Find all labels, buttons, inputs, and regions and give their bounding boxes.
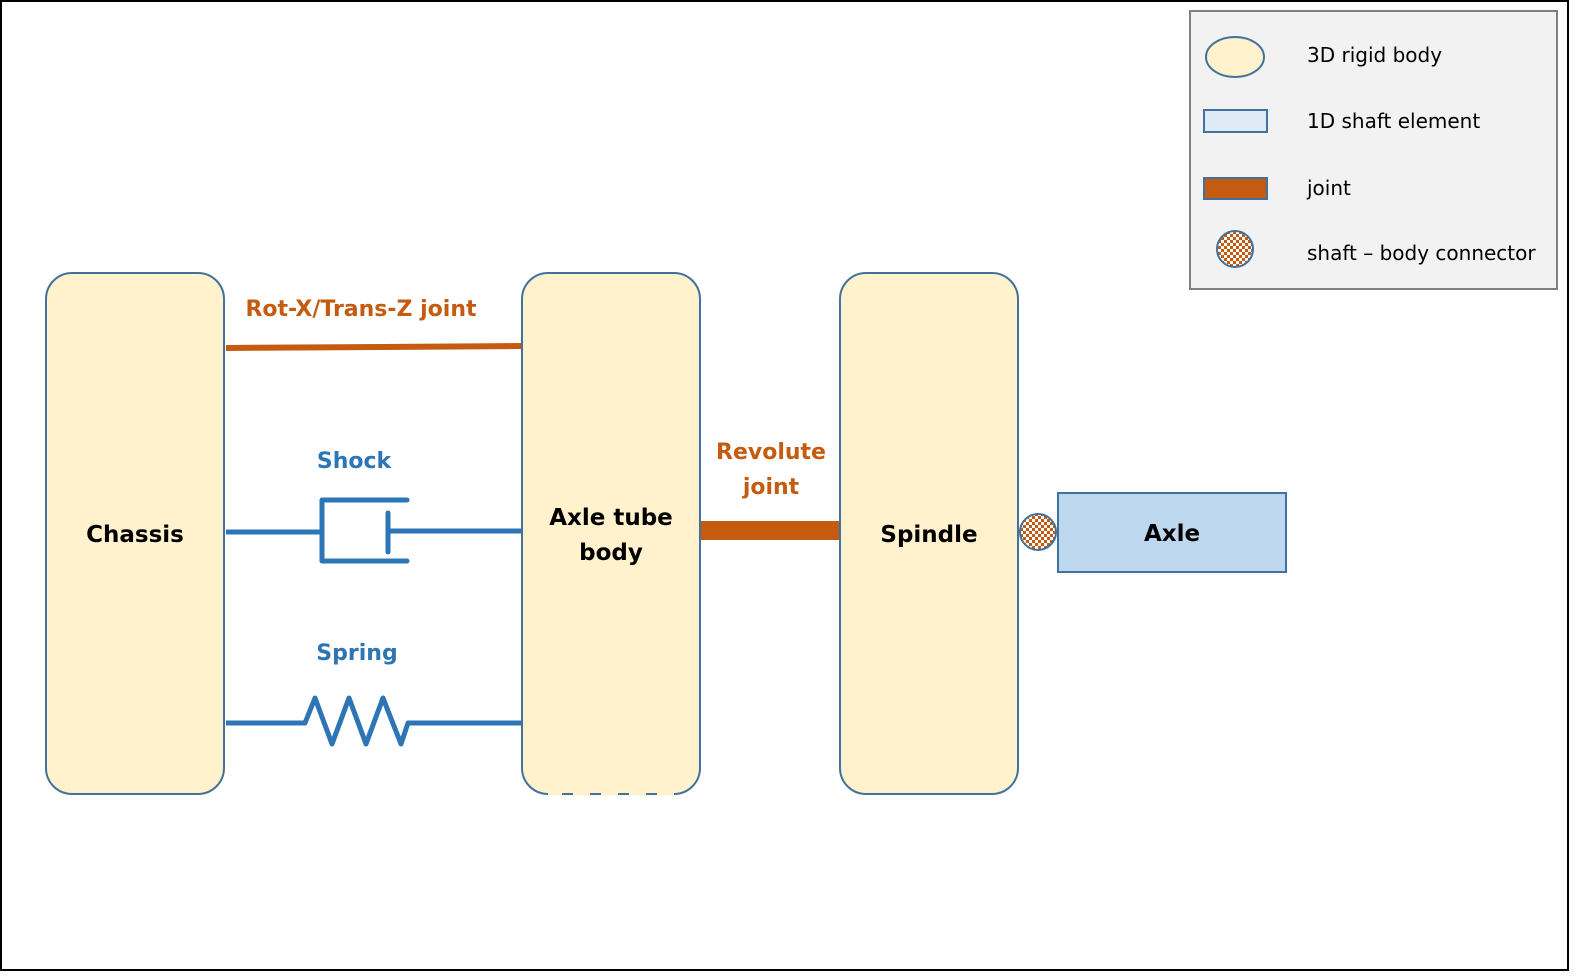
legend: 3D rigid body 1D shaft element joint sha… [1189, 10, 1558, 290]
checkered-circle-icon [1216, 230, 1254, 268]
spring-coil [226, 695, 521, 747]
spring-label: Spring [316, 641, 397, 666]
legend-label-shaft: 1D shaft element [1307, 109, 1480, 133]
shock-label: Shock [317, 449, 393, 474]
chassis-shape [45, 272, 225, 795]
axle-label: Axle [1144, 521, 1200, 547]
rot-trans-joint-line [225, 343, 522, 351]
spring[interactable]: Spring [226, 641, 521, 747]
revolute-joint[interactable]: Revolute joint [701, 440, 839, 540]
rot-trans-joint[interactable]: Rot-X/Trans-Z joint [225, 297, 522, 351]
axle-tube-label-line2: body [579, 540, 643, 566]
revolute-joint-label-line1: Revolute [716, 440, 826, 465]
revolute-joint-bar [701, 521, 839, 540]
shaft-body-connector-icon[interactable] [1019, 513, 1057, 551]
legend-label-rigid-body: 3D rigid body [1307, 43, 1442, 67]
axle-tube-body[interactable]: Axle tube body [521, 272, 701, 796]
axle-shaft[interactable]: Axle [1057, 492, 1287, 573]
chassis-body[interactable]: Chassis [45, 272, 225, 795]
axle-shape [1057, 492, 1287, 573]
ellipse-icon [1205, 36, 1265, 78]
rectangle-icon [1203, 109, 1268, 133]
rot-trans-joint-label: Rot-X/Trans-Z joint [245, 297, 477, 322]
shock-cylinder [319, 497, 410, 564]
joint-bar-icon [1203, 177, 1268, 200]
legend-label-joint: joint [1306, 176, 1351, 200]
legend-label-connector: shaft – body connector [1307, 241, 1536, 265]
chassis-label: Chassis [86, 522, 184, 548]
spindle-shape [839, 272, 1019, 795]
spindle-label: Spindle [880, 522, 977, 548]
axle-tube-shape [521, 272, 701, 795]
shock-damper[interactable]: Shock [226, 449, 521, 564]
revolute-joint-label-line2: joint [742, 475, 800, 500]
axle-tube-label-line1: Axle tube [549, 505, 673, 531]
spindle-body[interactable]: Spindle [839, 272, 1019, 795]
